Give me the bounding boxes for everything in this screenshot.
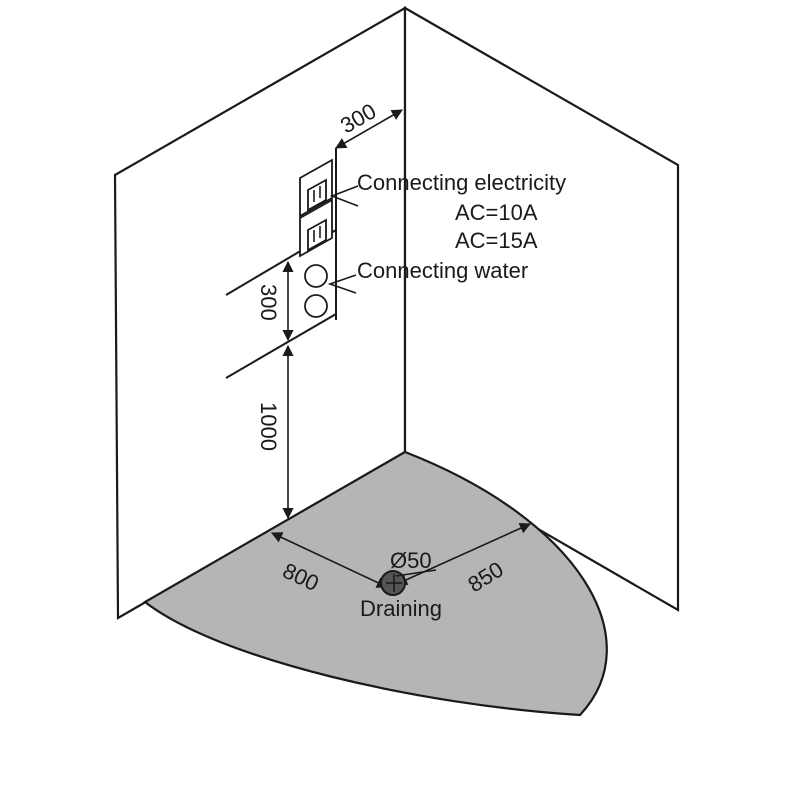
drain-diameter-label: Ø50: [390, 548, 432, 573]
electricity-leader: [329, 185, 359, 207]
electricity-label: Connecting electricity: [357, 170, 566, 195]
drain-diameter-leader: [395, 569, 437, 577]
dim-vertical-300-text: 300: [256, 284, 281, 321]
lower-pipe-line: [225, 313, 337, 379]
dim-850-line: [395, 523, 532, 585]
draining-label: Draining: [360, 596, 442, 621]
dim-1000-text: 1000: [256, 402, 281, 451]
drain-icon: [380, 570, 406, 596]
water-leader: [327, 274, 357, 294]
water-label: Connecting water: [357, 258, 528, 283]
electrical-socket-lower: [299, 198, 333, 258]
dim-top-300-line: [335, 109, 403, 149]
water-inlet-cold: [304, 294, 328, 318]
water-inlet-hot: [304, 264, 328, 288]
electrical-socket-upper: [299, 158, 333, 218]
ac-10a-label: AC=10A: [455, 200, 538, 225]
dim-800-line: [270, 532, 389, 588]
right-wall: [403, 6, 680, 612]
ac-15a-label: AC=15A: [455, 228, 538, 253]
